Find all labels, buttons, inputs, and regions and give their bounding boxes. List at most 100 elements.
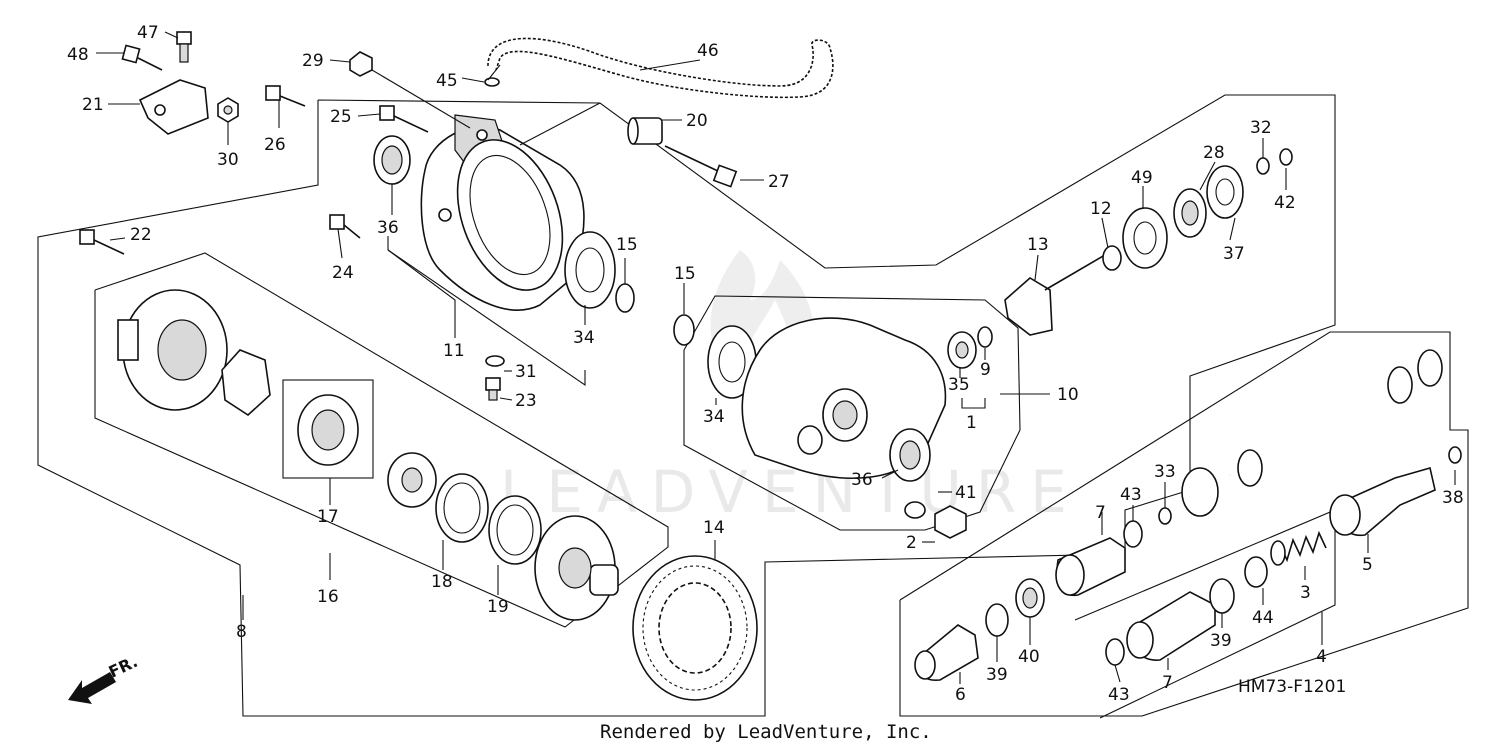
bracket-21 [138, 79, 209, 135]
callout-47: 47 [137, 23, 159, 43]
circlip-38 [1448, 446, 1462, 464]
shim-19 [488, 495, 542, 565]
clip-45 [484, 77, 500, 87]
bearing-34-left [564, 231, 616, 309]
washer-32 [1256, 157, 1270, 175]
bolt-24 [329, 214, 361, 239]
leader-lines [96, 31, 1456, 684]
bolt-23 [485, 377, 501, 401]
callout-1: 1 [966, 413, 977, 433]
gear-case-cover-11 [420, 114, 585, 311]
propeller-shaft [1181, 349, 1443, 517]
callout-13: 13 [1027, 235, 1049, 255]
callout-36a: 36 [377, 218, 399, 238]
differential-case-8 [117, 289, 228, 411]
shim-18 [435, 473, 489, 543]
bolt-27 [664, 145, 738, 188]
joint-6 [914, 624, 979, 681]
nut-30 [217, 97, 239, 123]
front-label: FR. [106, 652, 141, 682]
callout-23: 23 [515, 391, 537, 411]
callout-6: 6 [955, 685, 966, 705]
callout-42: 42 [1274, 193, 1296, 213]
band-43-lower [1105, 638, 1125, 666]
callout-41: 41 [955, 483, 977, 503]
nut-29 [349, 51, 373, 77]
callout-32: 32 [1250, 118, 1272, 138]
band-40 [1015, 578, 1045, 618]
shim-15-left [615, 283, 635, 313]
circlip-39-right [1209, 578, 1235, 614]
circlip-39-left [985, 603, 1009, 637]
callout-9: 9 [980, 360, 991, 380]
callout-39b: 39 [1210, 631, 1232, 651]
cam-follower [387, 452, 437, 508]
callout-34b: 34 [703, 407, 725, 427]
callout-38: 38 [1442, 488, 1464, 508]
bolt-22 [79, 229, 125, 255]
callout-12: 12 [1090, 199, 1112, 219]
bolt-25 [379, 105, 429, 133]
bearing-37 [1206, 165, 1244, 219]
group-outline-pinion-17 [282, 379, 374, 479]
shim-12 [1102, 245, 1122, 271]
oil-seal-36-lower [889, 428, 931, 482]
callout-18: 18 [431, 572, 453, 592]
callout-5: 5 [1362, 555, 1373, 575]
spring-seat-44 [1244, 556, 1268, 588]
boot-7-upper [1055, 537, 1126, 596]
callout-49: 49 [1131, 168, 1153, 188]
boot-5 [1329, 466, 1436, 536]
callout-43a: 43 [1120, 485, 1142, 505]
callout-30: 30 [217, 150, 239, 170]
callout-16: 16 [317, 587, 339, 607]
callout-10: 10 [1057, 385, 1079, 405]
callout-4: 4 [1316, 647, 1327, 667]
callout-24: 24 [332, 263, 354, 283]
callout-45: 45 [436, 71, 458, 91]
callout-43b: 43 [1108, 685, 1130, 705]
circlip-33 [1158, 507, 1172, 525]
part-number-callouts: 47 48 21 30 26 29 25 45 46 20 27 22 36 2… [67, 23, 1464, 705]
callout-44: 44 [1252, 608, 1274, 628]
oil-seal-36-upper [373, 135, 411, 185]
callout-29: 29 [302, 51, 324, 71]
callout-7a: 7 [1095, 503, 1106, 523]
callout-2: 2 [906, 533, 917, 553]
callout-33: 33 [1154, 462, 1176, 482]
callout-27: 27 [768, 172, 790, 192]
watermark: LEADVENTURE [500, 458, 1081, 526]
washer-41 [904, 501, 926, 519]
nut-42 [1279, 148, 1293, 166]
callout-14: 14 [703, 518, 725, 538]
callout-39a: 39 [986, 665, 1008, 685]
callout-8: 8 [236, 622, 247, 642]
callout-20: 20 [686, 111, 708, 131]
ring-gear-14 [632, 555, 758, 701]
callout-11: 11 [443, 341, 465, 361]
bolt-2 [934, 505, 967, 539]
front-direction-indicator: FR. [68, 652, 141, 704]
diagram-code: HM73-F1201 [1238, 677, 1346, 697]
cam-15-inner [221, 349, 271, 417]
callout-28: 28 [1203, 143, 1225, 163]
bolt-48 [121, 44, 163, 71]
callout-3: 3 [1300, 583, 1311, 603]
breather-tube-46 [485, 35, 836, 100]
credit-line: Rendered by LeadVenture, Inc. [600, 721, 932, 743]
shim-15-right [673, 314, 695, 346]
callout-40: 40 [1018, 647, 1040, 667]
differential-cover [534, 515, 619, 621]
callout-17: 17 [317, 507, 339, 527]
bolt-47 [176, 31, 192, 63]
band-43-upper [1123, 520, 1143, 548]
callout-15a: 15 [616, 235, 638, 255]
callout-25: 25 [330, 107, 352, 127]
group-outline-final-drive-assembly [37, 94, 1336, 717]
callout-26: 26 [264, 135, 286, 155]
callout-19: 19 [487, 597, 509, 617]
callout-7b: 7 [1162, 673, 1173, 693]
callout-21: 21 [82, 95, 104, 115]
group-outline-joint-inner [1074, 509, 1336, 719]
callout-35: 35 [948, 375, 970, 395]
